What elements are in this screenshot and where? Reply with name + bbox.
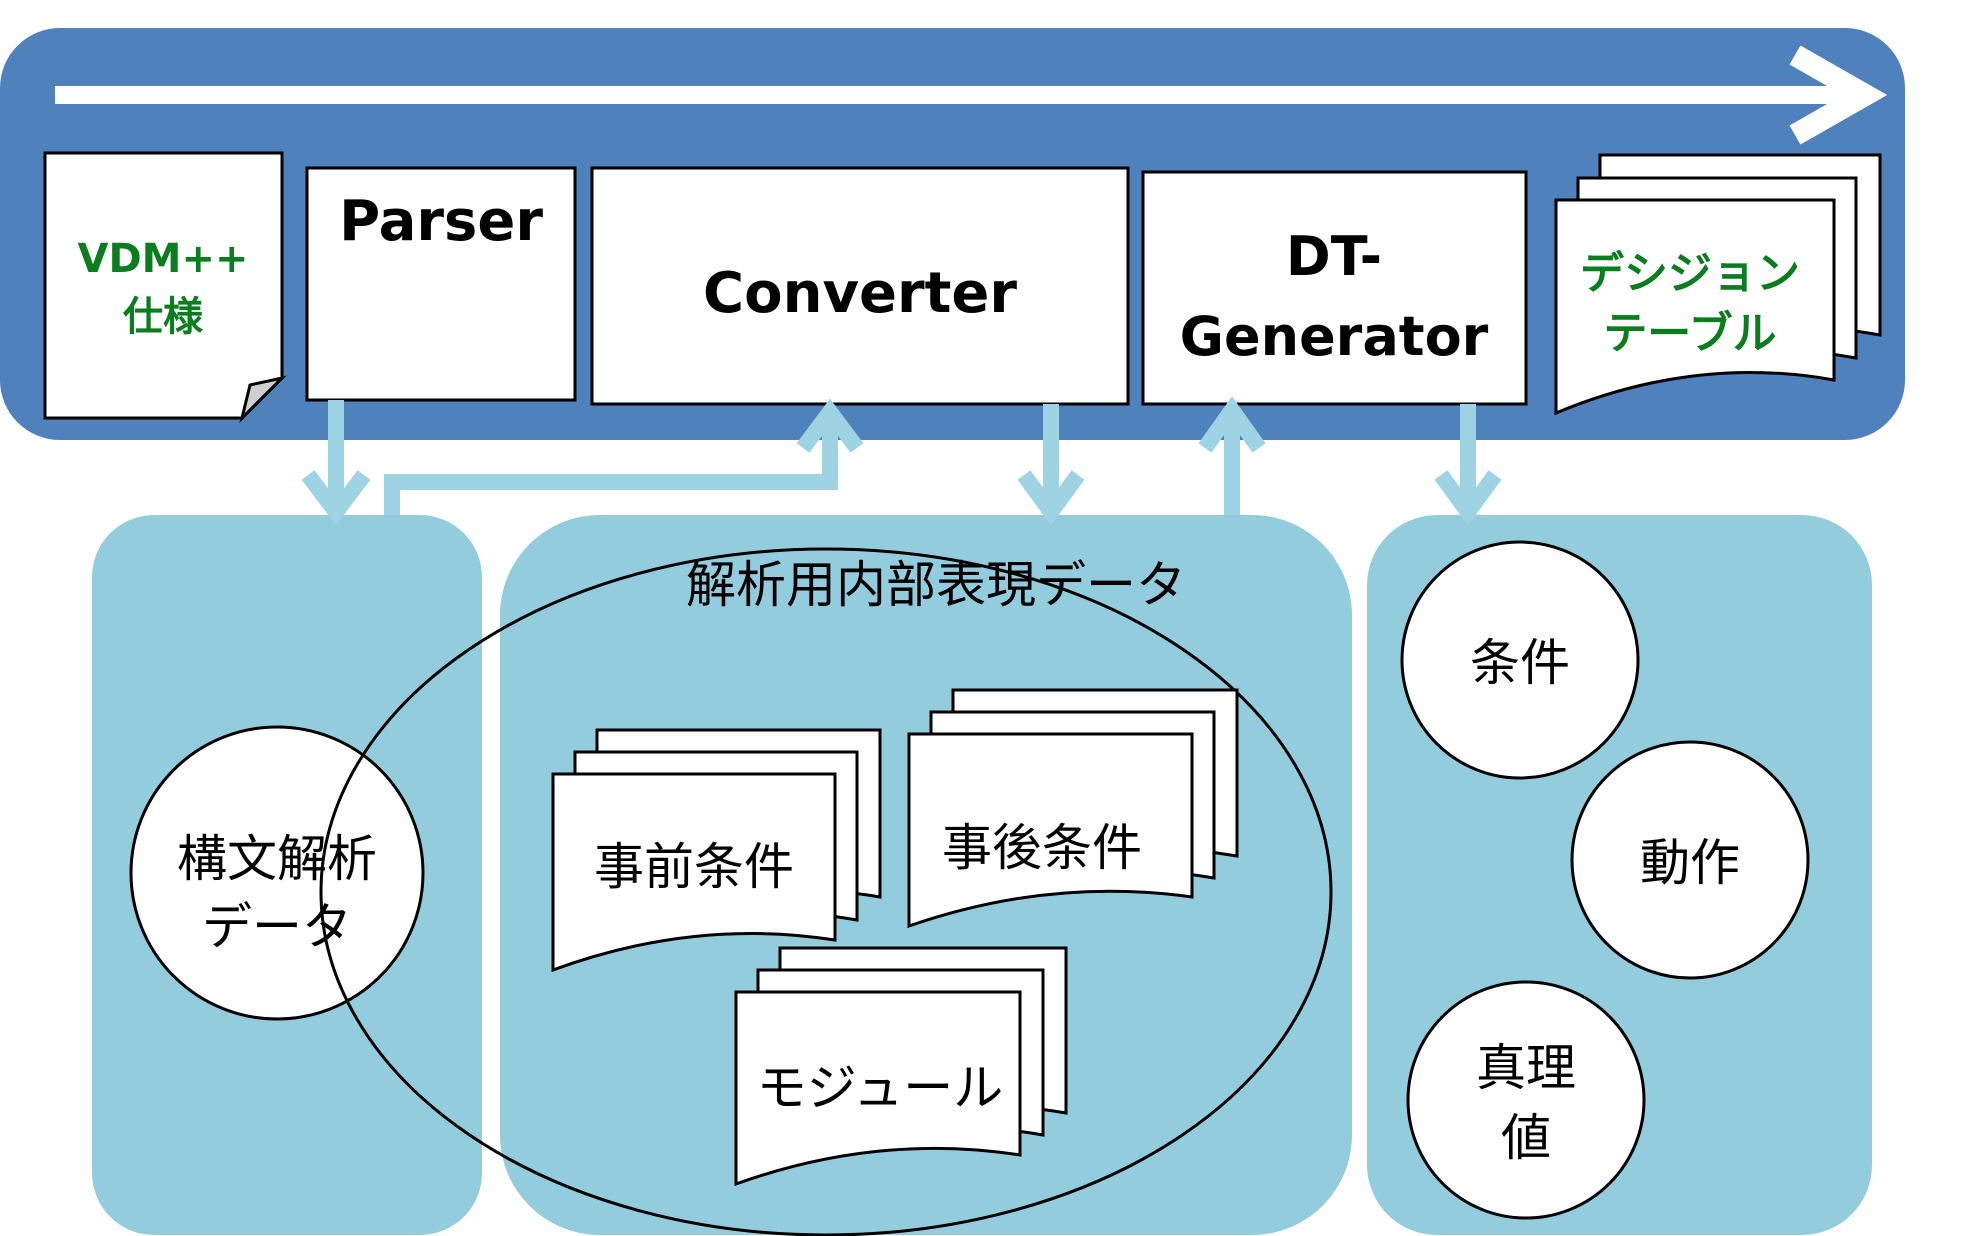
condition-circle: 条件 xyxy=(1400,540,1640,780)
post-condition-label: 事後条件 xyxy=(942,819,1142,877)
syntax-data-circle: 構文解析 データ xyxy=(129,725,425,1021)
dt-generator-line1: DT- xyxy=(1286,225,1382,288)
syntax-circle-line2: データ xyxy=(202,898,352,956)
truth-value-line1: 真理 xyxy=(1476,1039,1576,1097)
connectors xyxy=(301,396,1502,526)
action-circle: 動作 xyxy=(1570,740,1810,980)
arrow-dtgen-to-parts xyxy=(1434,404,1502,526)
arrow-internal-to-dtgen xyxy=(1198,396,1266,515)
page-fold xyxy=(239,375,287,423)
dt-generator-line2: Generator xyxy=(1180,305,1489,368)
post-condition-stack: 事後条件 xyxy=(907,688,1239,929)
internal-panel-title: 解析用内部表現データ xyxy=(686,556,1186,614)
parser-box: Parser xyxy=(305,166,577,402)
condition-label: 条件 xyxy=(1470,634,1570,692)
arrow-converter-to-internal xyxy=(1017,404,1085,526)
input-doc-line1: VDM++ xyxy=(78,236,249,282)
pre-condition-label: 事前条件 xyxy=(594,838,794,896)
output-doc-line2: テーブル xyxy=(1603,308,1776,359)
output-doc-line1: デシジョン xyxy=(1580,248,1800,299)
input-doc-line2: 仕様 xyxy=(123,294,204,340)
syntax-circle-line1: 構文解析 xyxy=(177,830,377,888)
flow-arrow xyxy=(55,45,1888,145)
converter-label: Converter xyxy=(703,261,1017,326)
pre-condition-stack: 事前条件 xyxy=(551,728,882,973)
arrow-syntax-to-converter xyxy=(384,398,864,515)
output-document-stack: デシジョン テーブル xyxy=(1554,153,1882,416)
module-stack: モジュール xyxy=(734,946,1068,1187)
arrow-parser-to-syntax xyxy=(301,400,371,526)
action-label: 動作 xyxy=(1640,834,1740,892)
truth-value-line2: 値 xyxy=(1501,1109,1551,1167)
module-label: モジュール xyxy=(757,1059,1004,1117)
internal-ellipse xyxy=(319,547,1333,1236)
input-document: VDM++ 仕様 xyxy=(43,151,287,423)
parser-label: Parser xyxy=(339,189,543,254)
converter-box: Converter xyxy=(590,166,1130,406)
dt-generator-box: DT- Generator xyxy=(1141,170,1528,406)
truth-value-circle: 真理 値 xyxy=(1406,980,1646,1220)
